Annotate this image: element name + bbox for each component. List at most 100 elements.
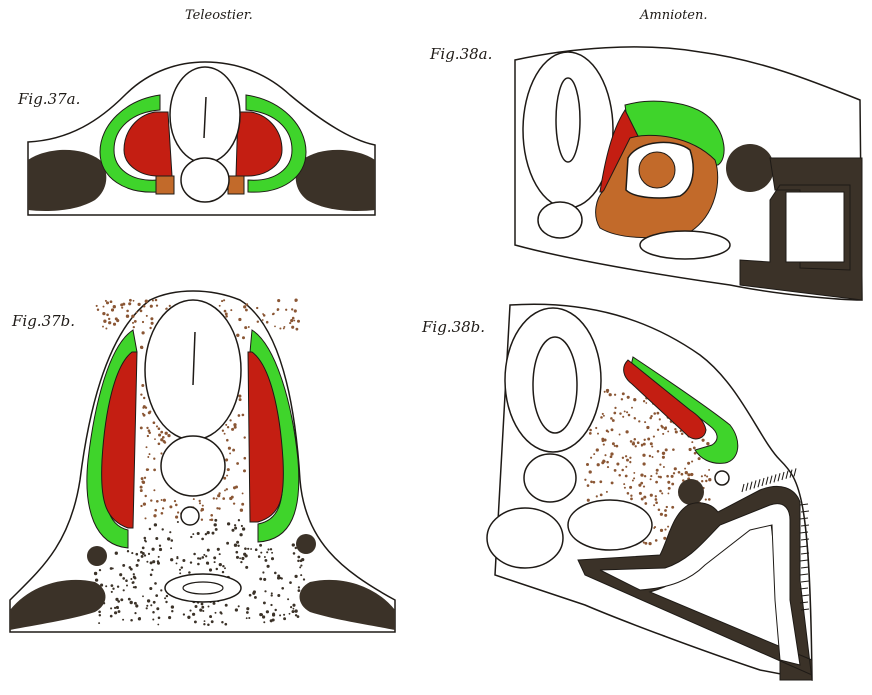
stipple-dot [132,581,135,584]
stipple-dot [167,537,170,540]
stipple-dot [249,594,252,597]
stipple-dot [126,310,129,313]
stipple-dot [149,528,151,530]
stipple-dot [105,585,107,587]
stipple-dot [667,526,669,528]
stipple-dot [106,301,109,304]
stipple-dot [116,606,119,609]
stipple-dot [616,445,619,448]
stipple-dot [600,494,603,497]
stipple-dot [294,309,297,312]
stipple-dot [213,602,216,605]
stipple-dot [144,517,146,519]
stipple-dot [252,592,255,595]
stipple-dot [263,578,266,581]
stipple-dot [705,480,707,482]
stipple-dot [99,569,101,571]
stipple-dot [298,586,300,588]
stipple-dot [163,440,166,443]
stipple-dot [629,486,632,489]
stipple-dot [245,309,248,312]
stipple-dot [266,610,269,613]
stipple-dot [117,586,119,588]
heading-teleostier: Teleostier. [185,8,253,23]
stipple-dot [624,487,626,489]
stipple-dot [148,411,151,414]
stipple-dot [240,509,243,512]
stipple-dot [117,600,120,603]
stipple-dot [634,438,637,441]
stipple-dot [135,604,138,607]
stipple-dot [293,552,296,555]
stipple-dot [635,445,637,447]
stipple-dot [146,427,148,429]
stipple-dot [120,598,123,601]
stipple-dot [612,442,615,445]
stipple-dot [149,327,151,329]
fig-38a-neural-canal [556,78,580,162]
stipple-dot [586,463,589,466]
stipple-dot [685,471,688,474]
stipple-dot [289,581,292,584]
stipple-dot [152,299,154,301]
stipple-dot [176,557,178,559]
stipple-dot [674,428,676,430]
stipple-dot [224,567,226,569]
stipple-dot [169,305,171,307]
stipple-dot [224,623,227,626]
stipple-dot [131,552,133,554]
stipple-dot [274,609,276,611]
stipple-dot [267,548,269,550]
stipple-dot [624,410,626,412]
stipple-dot [141,477,144,480]
stipple-dot [664,529,666,531]
stipple-dot [264,559,267,562]
fig-38b-center-cavity [568,500,652,550]
stipple-dot [225,315,228,318]
stipple-dot [230,309,232,311]
stipple-dot [675,430,678,433]
stipple-dot [233,502,235,504]
stipple-dot [625,455,627,457]
stipple-dot [111,591,113,593]
stipple-dot [156,607,159,610]
stipple-dot [140,310,143,313]
stipple-dot [123,589,125,591]
stipple-dot [250,548,252,550]
stipple-dot [168,616,171,619]
stipple-dot [259,577,262,580]
stipple-dot [622,416,624,418]
stipple-dot [600,416,603,419]
stipple-dot [232,449,235,452]
stipple-dot [248,617,250,619]
stipple-dot [129,566,132,569]
stipple-dot [228,447,231,450]
stipple-dot [140,489,143,492]
fig-38a-label: Fig.38a. [430,45,492,63]
stipple-dot [144,477,146,479]
stipple-dot [292,604,295,607]
stipple-dot [590,480,593,483]
stipple-dot [130,619,133,622]
stipple-dot [225,424,227,426]
stipple-dot [219,553,221,555]
stipple-dot [181,566,183,568]
stipple-dot [120,303,123,306]
stipple-dot [231,529,234,532]
stipple-dot [140,426,143,429]
stipple-dot [218,492,220,494]
stipple-dot [643,443,646,446]
stipple-dot [154,438,156,440]
stipple-dot [668,487,671,490]
stipple-dot [98,610,101,613]
stipple-dot [657,429,659,431]
stipple-dot [708,478,711,481]
stipple-dot [292,610,295,613]
stipple-dot [667,492,669,494]
stipple-dot [610,452,613,455]
stipple-dot [643,400,645,402]
stipple-dot [142,481,145,484]
stipple-dot [263,601,266,604]
stipple-dot [630,495,632,497]
stipple-dot [133,576,136,579]
